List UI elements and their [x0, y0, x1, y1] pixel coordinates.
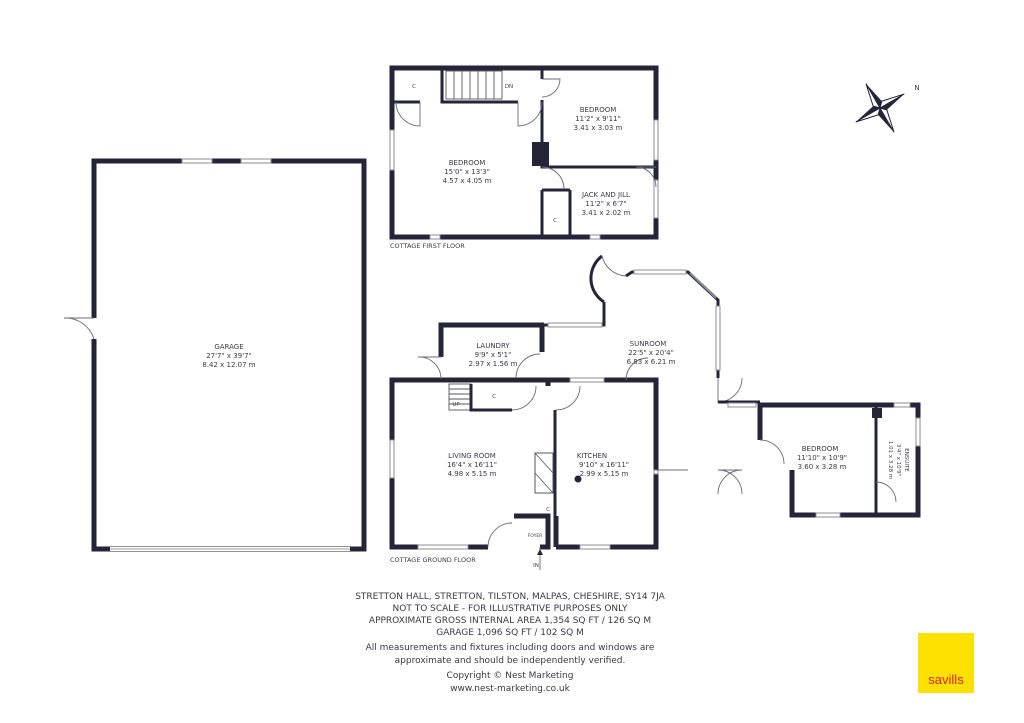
garage-metric: 8.42 x 12.07 m [202, 361, 255, 369]
first-floor: DN C C BEDROOM 15'0" x 13'3" 4.57 x 4.05… [389, 65, 659, 250]
living-metric: 4.98 x 5.15 m [448, 470, 497, 478]
stairs-down [445, 70, 503, 100]
bedroom2-metric: 3.41 x 3.03 m [574, 124, 623, 132]
closet-label-2: C [553, 218, 557, 224]
garage-imperial: 27'7" x 39'7" [206, 352, 252, 360]
ensuite-name: ENSUITE [903, 448, 909, 472]
bedroom2-name: BEDROOM [580, 106, 617, 114]
kitchen-name: KITCHEN [577, 452, 607, 460]
bedroom3-metric: 3.60 x 3.28 m [798, 463, 847, 471]
kitchen-metric: 2.99 x 5.15 m [580, 470, 629, 478]
ensuite-metric: 1.01 x 3.28 m [887, 441, 893, 479]
bedroom1-imperial: 15'0" x 13'3" [444, 168, 490, 176]
footer-garage-area: GARAGE 1,096 SQ FT / 102 SQ M [436, 628, 584, 638]
sunroom-imperial: 22'5" x 20'4" [628, 349, 674, 357]
foyer-label: FOYER [528, 533, 543, 539]
footer-address: STRETTON HALL, STRETTON, TILSTON, MALPAS… [355, 592, 665, 602]
jackjill-name: JACK AND JILL [581, 191, 630, 199]
stairs-up-label: UP [452, 402, 460, 408]
bedroom3-imperial: 11'10" x 10'9" [797, 454, 847, 462]
footer-gross-area: APPROXIMATE GROSS INTERNAL AREA 1,354 SQ… [368, 616, 652, 626]
stairs-down-label: DN [505, 84, 513, 90]
closet-label-4: C [546, 507, 550, 513]
living-name: LIVING ROOM [448, 452, 496, 460]
first-floor-caption: COTTAGE FIRST FLOOR [390, 242, 465, 250]
sunroom-name: SUNROOM [630, 340, 667, 348]
garage-name: GARAGE [214, 343, 243, 351]
footer-scale-note: NOT TO SCALE - FOR ILLUSTRATIVE PURPOSES… [392, 604, 628, 614]
laundry-imperial: 9'9" x 5'1" [475, 351, 512, 359]
ensuite-imperial: 3'4" x 10'9" [895, 444, 901, 476]
footer-website[interactable]: www.nest-marketing.co.uk [450, 684, 570, 694]
jackjill-imperial: 11'2" x 6'7" [585, 200, 626, 208]
savills-logo: savills [918, 633, 974, 693]
compass-icon [855, 83, 905, 133]
bedroom2-imperial: 11'2" x 9'11" [575, 115, 621, 123]
jackjill-metric: 3.41 x 2.02 m [582, 209, 631, 217]
sunroom-metric: 6.83 x 6.21 m [627, 358, 676, 366]
bedroom1-name: BEDROOM [449, 159, 486, 167]
laundry-name: LAUNDRY [476, 342, 510, 350]
living-imperial: 16'4" x 16'11" [447, 461, 497, 469]
entrance-label: IN [533, 563, 539, 569]
ground-floor-caption: COTTAGE GROUND FLOOR [390, 556, 476, 564]
bedroom1-metric: 4.57 x 4.05 m [443, 177, 492, 185]
closet-label-1: C [412, 84, 416, 90]
footer-disclaimer-1: All measurements and fixtures including … [365, 643, 655, 653]
bedroom3-name: BEDROOM [802, 445, 839, 453]
savills-logo-text: savills [928, 672, 964, 687]
footer-disclaimer-2: approximate and should be independently … [394, 656, 626, 666]
ground-floor: UP C IN C FOYER KITCHEN 9'10" x 16'11" 2… [389, 254, 921, 570]
compass-north-label: N [914, 84, 919, 92]
kitchen-imperial: 9'10" x 16'11" [579, 461, 629, 469]
closet-label-3: C [492, 394, 496, 400]
laundry-metric: 2.97 x 1.56 m [469, 360, 518, 368]
garage: GARAGE 27'7" x 39'7" 8.42 x 12.07 m [63, 158, 367, 552]
footer-copyright: Copyright © Nest Marketing [446, 671, 574, 681]
